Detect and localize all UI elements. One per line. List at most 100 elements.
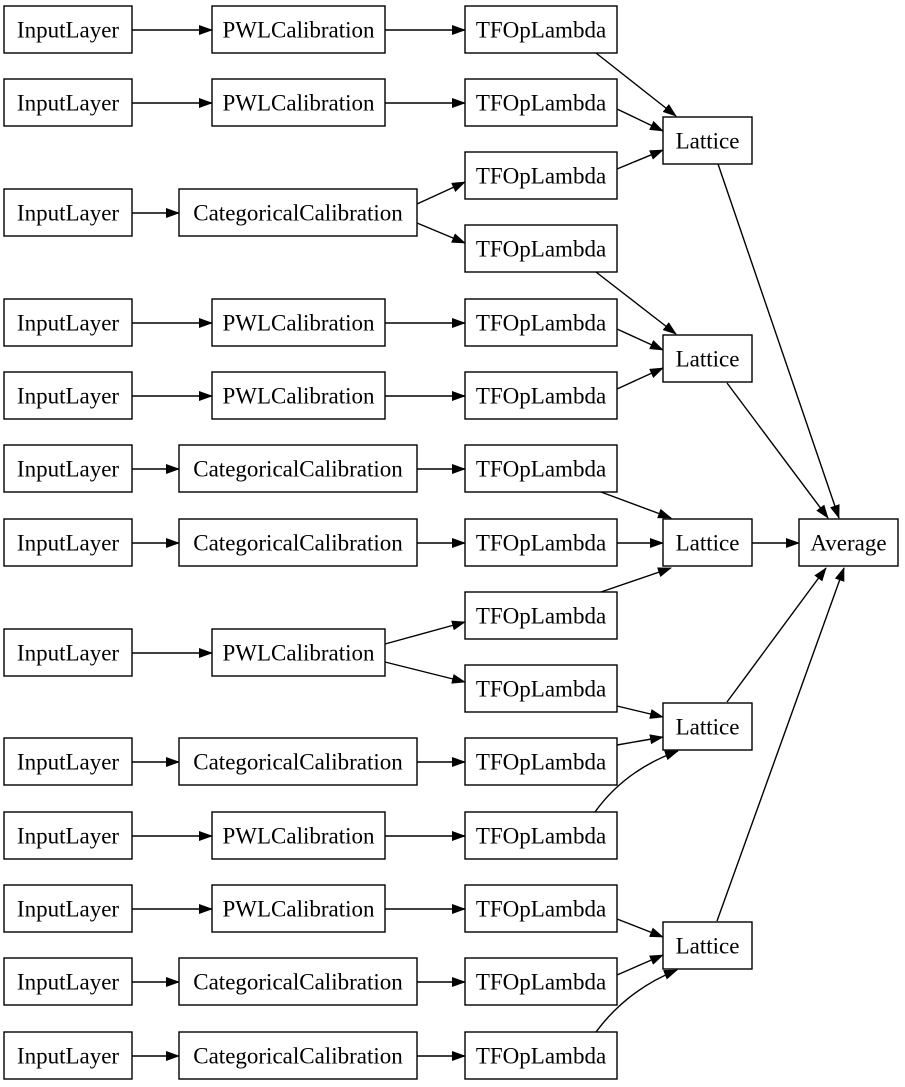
tfoplambda-box: [464, 371, 618, 420]
node-inputlayer: InputLayer: [3, 811, 133, 860]
node-inputlayer: InputLayer: [3, 371, 133, 420]
edge-tf13-to-lat5: [616, 918, 664, 938]
edge-tf4-to-lat2: [595, 271, 677, 335]
tfoplambda-label: TFOpLambda: [476, 1044, 606, 1069]
node-pwlcalibration: PWLCalibration: [211, 371, 386, 420]
inputlayer-box: [3, 518, 133, 567]
categoricalcalibration-box: [178, 957, 418, 1006]
edge-tf2-to-lat1: [616, 108, 664, 132]
node-pwlcalibration: PWLCalibration: [211, 884, 386, 933]
pwlcalibration-label: PWLCalibration: [222, 91, 375, 116]
tfoplambda-box: [464, 1031, 618, 1080]
inputlayer-box: [3, 444, 133, 493]
tfoplambda-box: [464, 884, 618, 933]
categoricalcalibration-box: [178, 737, 418, 786]
pwlcalibration-box: [211, 884, 386, 933]
lattice-box: [662, 518, 753, 567]
node-inputlayer: InputLayer: [3, 188, 133, 237]
node-lattice: Lattice: [662, 921, 753, 970]
node-tfoplambda: TFOpLambda: [464, 371, 618, 420]
inputlayer-box: [3, 628, 133, 677]
edge-tf7-to-lat3: [600, 491, 672, 519]
edge-lat2-to-avg: [726, 382, 829, 519]
node-tfoplambda: TFOpLambda: [464, 664, 618, 713]
tfoplambda-label: TFOpLambda: [476, 750, 606, 775]
edge-tf11-to-lat4: [616, 734, 664, 746]
categoricalcalibration-box: [178, 1031, 418, 1080]
pwlcalibration-box: [211, 5, 386, 54]
tfoplambda-box: [464, 811, 618, 860]
lattice-label: Lattice: [676, 531, 740, 556]
edge-cal3-to-tf4: [416, 222, 466, 244]
node-tfoplambda: TFOpLambda: [464, 5, 618, 54]
node-inputlayer: InputLayer: [3, 884, 133, 933]
average-label: Average: [810, 531, 886, 556]
node-categoricalcalibration: CategoricalCalibration: [178, 188, 418, 237]
pwlcalibration-box: [211, 371, 386, 420]
tfoplambda-label: TFOpLambda: [476, 677, 606, 702]
node-tfoplambda: TFOpLambda: [464, 811, 618, 860]
edges-layer: [132, 25, 845, 1061]
inputlayer-label: InputLayer: [17, 970, 120, 995]
tfoplambda-box: [464, 78, 618, 127]
lattice-label: Lattice: [676, 347, 740, 372]
lattice-label: Lattice: [676, 934, 740, 959]
node-tfoplambda: TFOpLambda: [464, 884, 618, 933]
categoricalcalibration-box: [178, 444, 418, 493]
node-tfoplambda: TFOpLambda: [464, 737, 618, 786]
edge-tf14-to-lat5: [616, 954, 664, 976]
node-lattice: Lattice: [662, 334, 753, 383]
tfoplambda-label: TFOpLambda: [476, 91, 606, 116]
node-inputlayer: InputLayer: [3, 78, 133, 127]
edge-tf5-to-lat2: [616, 328, 664, 351]
node-tfoplambda: TFOpLambda: [464, 78, 618, 127]
inputlayer-box: [3, 298, 133, 347]
inputlayer-box: [3, 78, 133, 127]
inputlayer-label: InputLayer: [17, 311, 120, 336]
edge-cal8-to-tf10: [384, 661, 466, 684]
node-tfoplambda: TFOpLambda: [464, 591, 618, 640]
node-pwlcalibration: PWLCalibration: [211, 78, 386, 127]
tfoplambda-label: TFOpLambda: [476, 457, 606, 482]
inputlayer-box: [3, 1031, 133, 1080]
tfoplambda-box: [464, 591, 618, 640]
pwlcalibration-label: PWLCalibration: [222, 311, 375, 336]
categoricalcalibration-label: CategoricalCalibration: [193, 970, 403, 995]
pwlcalibration-label: PWLCalibration: [222, 824, 375, 849]
node-tfoplambda: TFOpLambda: [464, 298, 618, 347]
nodes-layer: InputLayerInputLayerInputLayerInputLayer…: [3, 5, 899, 1080]
inputlayer-label: InputLayer: [17, 201, 120, 226]
edge-tf15-to-lat5: [595, 969, 678, 1033]
node-tfoplambda: TFOpLambda: [464, 957, 618, 1006]
node-categoricalcalibration: CategoricalCalibration: [178, 957, 418, 1006]
node-pwlcalibration: PWLCalibration: [211, 5, 386, 54]
node-tfoplambda: TFOpLambda: [464, 1031, 618, 1080]
inputlayer-label: InputLayer: [17, 384, 120, 409]
lattice-label: Lattice: [676, 129, 740, 154]
node-categoricalcalibration: CategoricalCalibration: [178, 518, 418, 567]
lattice-box: [662, 921, 753, 970]
pwlcalibration-box: [211, 628, 386, 677]
tfoplambda-box: [464, 518, 618, 567]
inputlayer-box: [3, 737, 133, 786]
tfoplambda-label: TFOpLambda: [476, 531, 606, 556]
edge-tf9-to-lat3: [600, 567, 672, 593]
pwlcalibration-box: [211, 78, 386, 127]
edge-lat4-to-avg: [726, 567, 827, 703]
categoricalcalibration-label: CategoricalCalibration: [193, 201, 403, 226]
inputlayer-box: [3, 884, 133, 933]
edge-tf1-to-lat1: [595, 52, 677, 117]
node-pwlcalibration: PWLCalibration: [211, 811, 386, 860]
tfoplambda-label: TFOpLambda: [476, 164, 606, 189]
node-lattice: Lattice: [662, 702, 753, 751]
node-inputlayer: InputLayer: [3, 444, 133, 493]
inputlayer-box: [3, 957, 133, 1006]
pwlcalibration-box: [211, 298, 386, 347]
node-tfoplambda: TFOpLambda: [464, 444, 618, 493]
node-inputlayer: InputLayer: [3, 957, 133, 1006]
edge-cal3-to-tf3: [416, 181, 466, 205]
inputlayer-label: InputLayer: [17, 824, 120, 849]
lattice-box: [662, 334, 753, 383]
